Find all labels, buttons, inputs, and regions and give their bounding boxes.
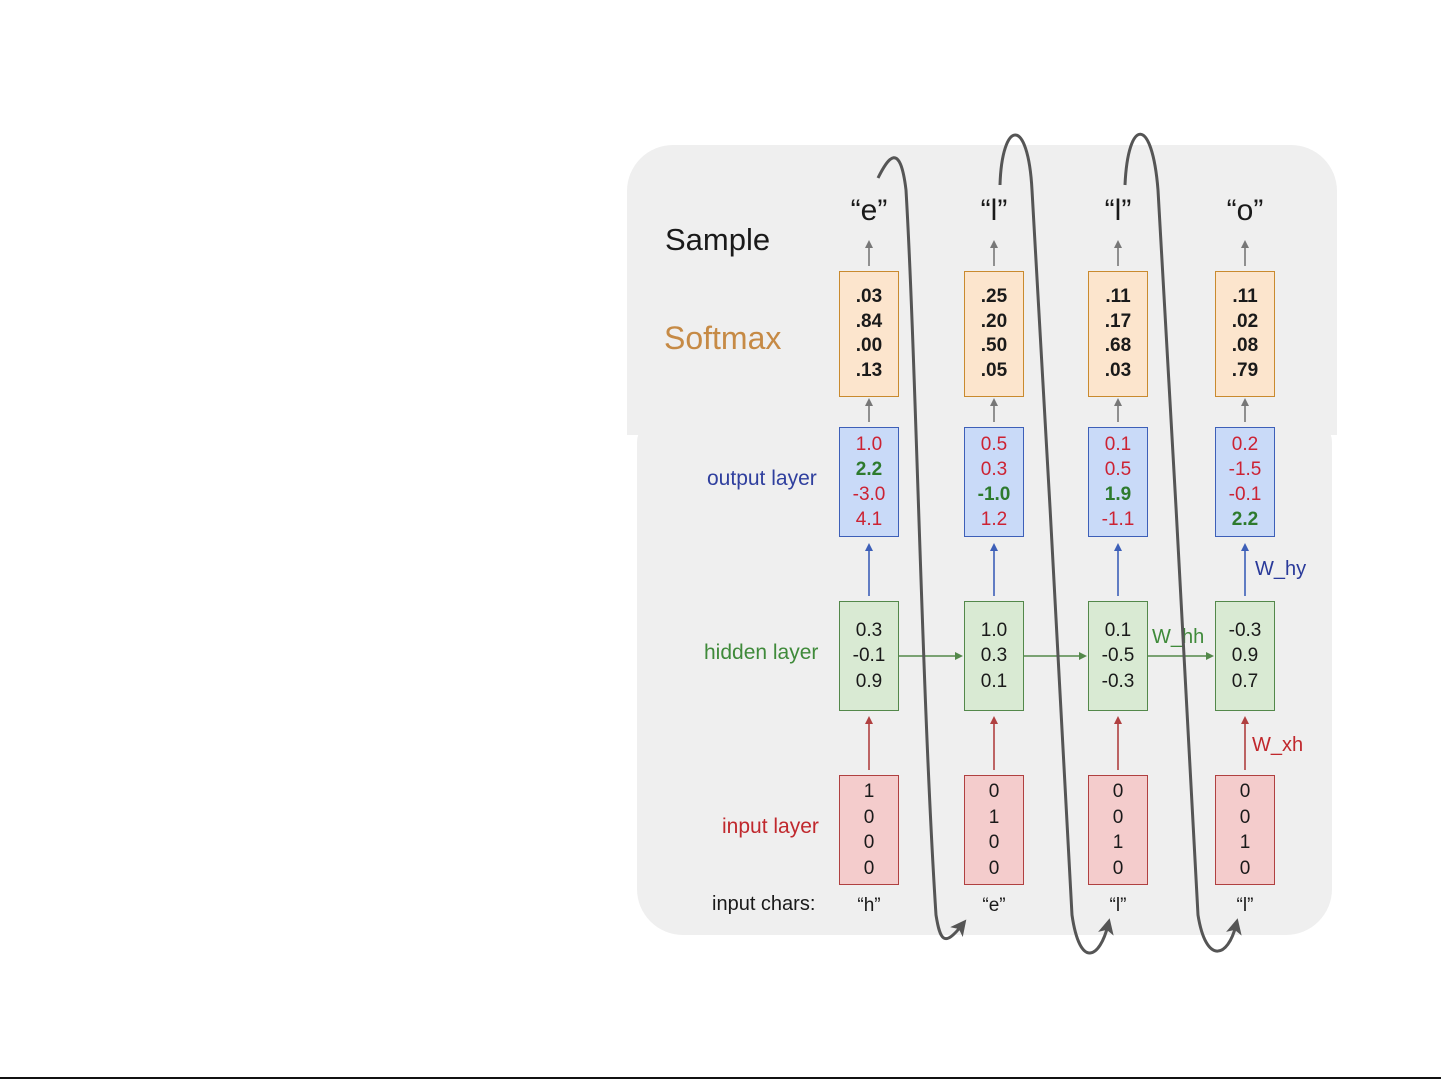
input-char-1: “h” (857, 895, 881, 916)
hidden-cell-3: 0.1 -0.5 -0.3 (1088, 601, 1148, 711)
bottom-divider (0, 1077, 1441, 1079)
input-cell-value: 0 (988, 781, 1000, 802)
input-cell-1: 1 0 0 0 (839, 775, 899, 885)
softmax-cell-value: .25 (980, 286, 1008, 307)
softmax-cell-1: .03 .84 .00 .13 (839, 271, 899, 397)
output-cell-3: 0.1 0.5 1.9 -1.1 (1088, 427, 1148, 537)
output-cell-1: 1.0 2.2 -3.0 4.1 (839, 427, 899, 537)
hidden-cell-value: 0.1 (980, 670, 1008, 692)
input-cell-value: 1 (988, 806, 1000, 828)
softmax-cell-value: .05 (980, 359, 1008, 381)
input-cell-value: 0 (863, 806, 875, 828)
softmax-cell-value: .00 (855, 335, 883, 356)
input-cell-value: 0 (1112, 806, 1124, 828)
w-hy-label: W_hy (1255, 558, 1307, 580)
output-cell-4: 0.2 -1.5 -0.1 2.2 (1215, 427, 1275, 537)
input-char-3: “l” (1109, 895, 1127, 916)
input-cell-value: 0 (1239, 781, 1251, 802)
softmax-cell-value: .03 (1104, 359, 1132, 381)
input-cell-value: 0 (1112, 781, 1124, 802)
hidden-cell-value: -0.1 (852, 645, 886, 667)
input-cell-value: 0 (863, 857, 875, 879)
softmax-label: Softmax (664, 320, 782, 356)
softmax-cell-2: .25 .20 .50 .05 (964, 271, 1024, 397)
input-cell-value: 0 (863, 832, 875, 853)
output-cell-value: 0.2 (1231, 434, 1259, 455)
output-cell-value: -0.1 (1228, 484, 1262, 505)
softmax-cell-4: .11 .02 .08 .79 (1215, 271, 1275, 397)
sampled-char-3: “l” (1104, 194, 1132, 227)
input-cell-value: 1 (1112, 832, 1124, 853)
output-cell-value: -1.1 (1101, 509, 1135, 530)
input-layer-label: input layer (722, 815, 819, 838)
hidden-cell-1: 0.3 -0.1 0.9 (839, 601, 899, 711)
softmax-cell-value: .11 (1105, 286, 1131, 307)
output-cell-value: 1.9 (1104, 484, 1132, 505)
output-layer-label: output layer (707, 467, 817, 490)
hidden-cell-value: -0.3 (1228, 619, 1262, 641)
hidden-cell-4: -0.3 0.9 0.7 (1215, 601, 1275, 711)
output-cell-value: -1.5 (1228, 459, 1262, 480)
output-cell-value: 1.0 (855, 434, 883, 455)
hidden-cell-value: -0.3 (1101, 670, 1135, 692)
input-cell-value: 0 (1112, 857, 1124, 879)
output-cell-value: -1.0 (977, 484, 1011, 505)
softmax-cell-value: .79 (1231, 359, 1259, 381)
feedback-loop-arrow (876, 156, 967, 941)
softmax-cell-value: .03 (855, 286, 883, 307)
w-xh-label: W_xh (1252, 734, 1304, 756)
input-cell-value: 0 (988, 832, 1000, 853)
output-cell-value: 0.5 (1104, 459, 1132, 480)
hidden-layer-label: hidden layer (704, 641, 819, 664)
softmax-cell-value: .20 (980, 310, 1008, 332)
softmax-cell-3: .11 .17 .68 .03 (1088, 271, 1148, 397)
sampled-char-4: “o” (1226, 194, 1264, 227)
input-cell-value: 0 (1239, 806, 1251, 828)
softmax-cell-value: .68 (1104, 335, 1132, 356)
hidden-cell-value: 0.1 (1104, 619, 1132, 641)
hidden-cell-2: 1.0 0.3 0.1 (964, 601, 1024, 711)
output-cell-2: 0.5 0.3 -1.0 1.2 (964, 427, 1024, 537)
input-char-4: “l” (1236, 895, 1254, 916)
hidden-cell-value: 0.3 (980, 645, 1008, 667)
hidden-cell-value: 0.3 (855, 619, 883, 641)
hidden-cell-value: 0.9 (1231, 645, 1259, 667)
input-cell-4: 0 0 1 0 (1215, 775, 1275, 885)
output-cell-value: 0.3 (980, 459, 1008, 480)
output-cell-value: 1.2 (980, 509, 1008, 530)
sample-label: Sample (665, 222, 771, 257)
sampled-char-2: “l” (980, 194, 1008, 227)
input-cell-2: 0 1 0 0 (964, 775, 1024, 885)
feedback-loop-arrow (998, 133, 1114, 955)
output-cell-value: 2.2 (855, 459, 883, 480)
input-char-2: “e” (982, 895, 1006, 916)
w-hh-label: W_hh (1152, 626, 1205, 648)
softmax-cell-value: .08 (1231, 335, 1259, 356)
output-cell-value: 0.1 (1104, 434, 1132, 455)
input-cell-value: 1 (1239, 832, 1251, 853)
output-cell-value: 0.5 (980, 434, 1008, 455)
input-cell-value: 0 (1239, 857, 1251, 879)
hidden-cell-value: 0.9 (855, 670, 883, 692)
softmax-cell-value: .13 (855, 359, 883, 381)
softmax-cell-value: .50 (980, 335, 1008, 356)
output-cell-value: 4.1 (855, 509, 883, 530)
input-chars-label: input chars: (712, 893, 816, 915)
input-cell-value: 0 (988, 857, 1000, 879)
input-cell-value: 1 (863, 781, 875, 802)
input-cell-3: 0 0 1 0 (1088, 775, 1148, 885)
softmax-cell-value: .84 (855, 310, 883, 332)
feedback-loop-arrow (1123, 133, 1242, 953)
softmax-cell-value: .11 (1232, 286, 1258, 307)
softmax-cell-value: .17 (1104, 310, 1132, 332)
softmax-cell-value: .02 (1231, 310, 1259, 332)
output-cell-value: 2.2 (1231, 509, 1259, 530)
output-cell-value: -3.0 (852, 484, 886, 505)
hidden-cell-value: 0.7 (1231, 670, 1259, 692)
sampled-char-1: “e” (850, 194, 888, 227)
hidden-cell-value: -0.5 (1101, 645, 1135, 667)
hidden-cell-value: 1.0 (980, 619, 1008, 641)
